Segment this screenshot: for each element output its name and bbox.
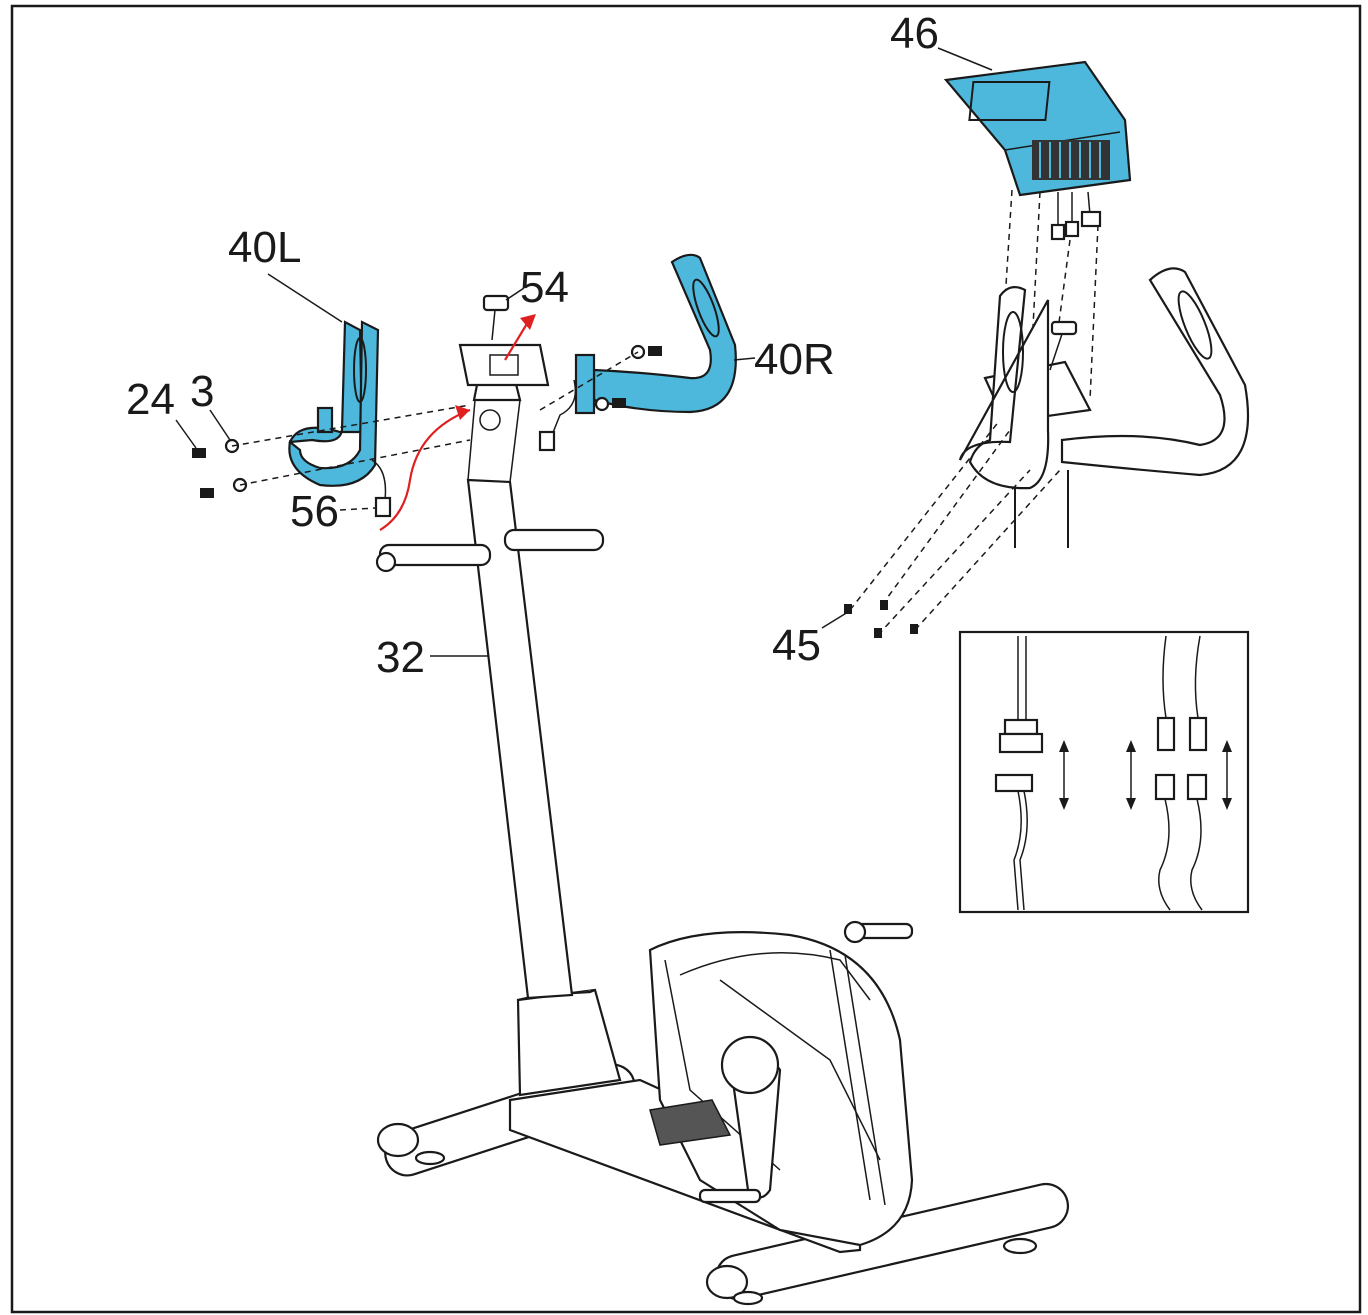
label-24: 24 (126, 375, 175, 424)
label-56: 56 (290, 487, 339, 536)
left-handlebar-40L (288, 320, 380, 487)
diagram-border (10, 4, 1362, 1314)
connector-inset (958, 630, 1250, 914)
label-45: 45 (772, 621, 821, 670)
label-3: 3 (190, 367, 214, 416)
label-40R: 40R (754, 335, 835, 384)
label-54: 54 (520, 263, 569, 312)
label-32: 32 (376, 633, 425, 682)
label-40L: 40L (228, 223, 301, 272)
label-46: 46 (890, 9, 939, 58)
wires-and-hardware (192, 294, 662, 531)
console-mount-detail (844, 267, 1250, 638)
right-handlebar-40R (574, 253, 737, 415)
callouts: 46 40L 54 40R 24 3 56 45 32 (126, 9, 993, 682)
bike-frame (375, 343, 1069, 1306)
